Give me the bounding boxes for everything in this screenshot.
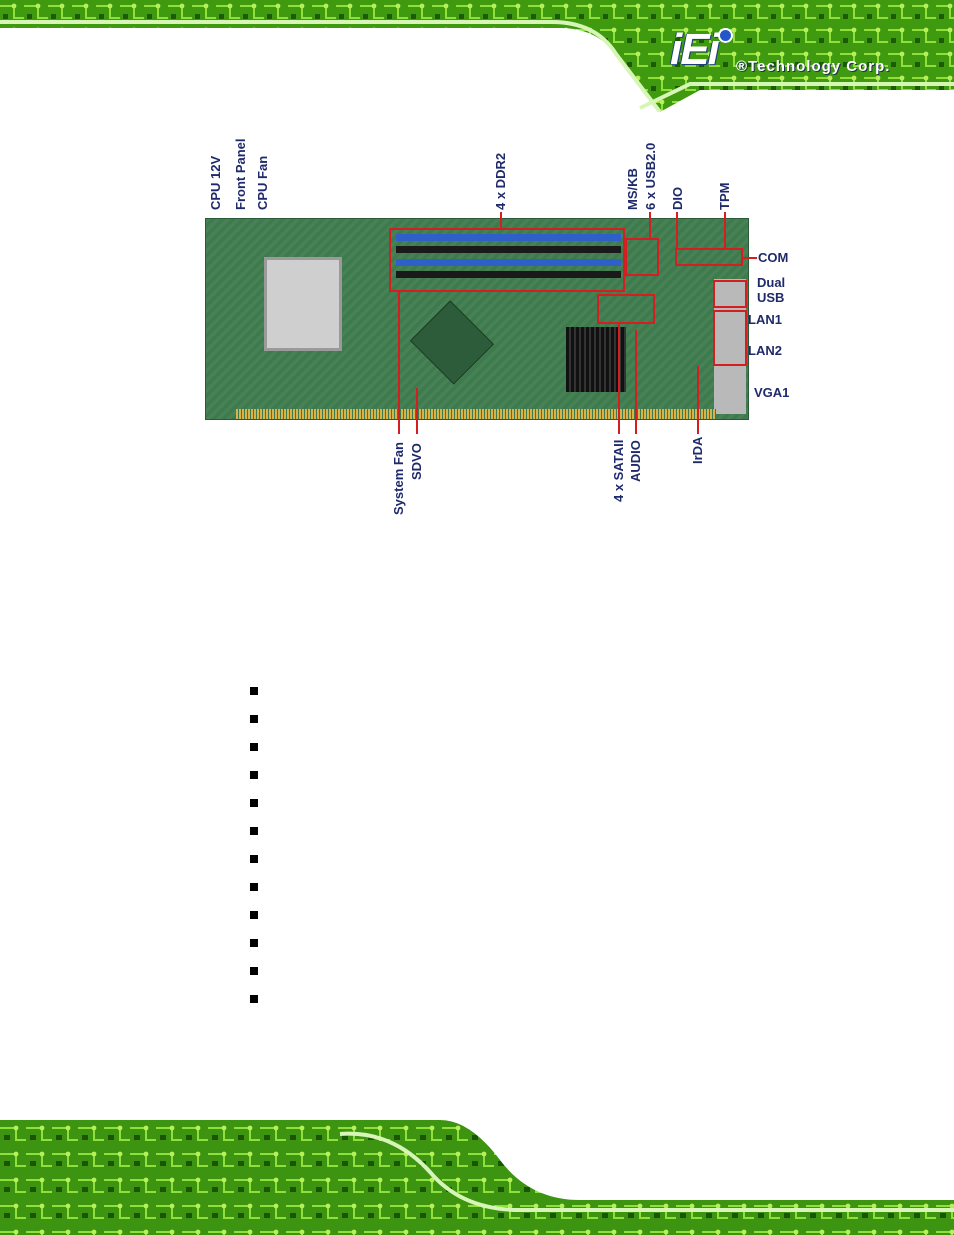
label-cpu-fan: CPU Fan	[255, 155, 270, 210]
label-lan2: LAN2	[748, 343, 782, 358]
bullet-square-icon	[250, 855, 258, 863]
label-lan1: LAN1	[748, 312, 782, 327]
label-4x-sataii: 4 x SATAII	[611, 439, 626, 502]
circuit-board-banner	[0, 0, 954, 112]
label-sdvo: SDVO	[409, 443, 424, 480]
page-footer	[0, 1120, 954, 1235]
arrow-system-fan	[398, 292, 400, 434]
chipset	[409, 300, 495, 385]
arrow-audio	[635, 330, 637, 434]
callout-frame-usb	[625, 238, 659, 276]
arrow-sdvo	[416, 388, 418, 434]
iei-logo: iEi ®Technology Corp.	[666, 24, 936, 84]
page-header: iEi ®Technology Corp.	[0, 0, 954, 112]
bullet-square-icon	[250, 715, 258, 723]
dimm-slot	[396, 246, 621, 253]
bullet-square-icon	[250, 771, 258, 779]
label-tpm: TPM	[717, 182, 732, 210]
arrow-com	[743, 257, 757, 259]
callout-frame-dual-usb	[713, 280, 747, 308]
arrow-dio	[676, 212, 678, 248]
bullet-square-icon	[250, 939, 258, 947]
dimm-slot	[396, 259, 621, 266]
bullet-square-icon	[250, 911, 258, 919]
bullet-square-icon	[250, 799, 258, 807]
arrow-sata	[618, 324, 620, 434]
cpu-socket	[264, 257, 342, 351]
label-com: COM	[758, 250, 789, 265]
label-dio: DIO	[670, 186, 685, 210]
arrow-ddr2	[500, 212, 502, 228]
callout-frame-lan	[713, 310, 747, 366]
edge-connector	[236, 409, 716, 419]
bullet-square-icon	[250, 883, 258, 891]
circuit-board-banner	[0, 1120, 954, 1235]
label-system-fan: System Fan	[391, 442, 406, 515]
bullet-square-icon	[250, 967, 258, 975]
label-cpu-12v: CPU 12V	[208, 155, 223, 210]
arrow-tpm	[724, 212, 726, 248]
callout-frame-sata	[597, 294, 655, 324]
bullet-square-icon	[250, 687, 258, 695]
logo-dot-icon	[718, 28, 733, 43]
board-layout-figure: CPU 12V Front Panel CPU Fan 4 x DDR2 MS/…	[205, 130, 793, 515]
bullet-square-icon	[250, 827, 258, 835]
rear-io-connectors	[714, 279, 746, 414]
label-ms-kb: MS/KB	[625, 168, 640, 210]
callout-frame-ddr2	[389, 228, 625, 292]
dimm-slot	[396, 271, 621, 278]
bullet-square-icon	[250, 995, 258, 1003]
heatsink	[566, 327, 626, 392]
callout-frame-dio-tpm	[675, 248, 743, 266]
label-dual-usb: Dual USB	[757, 275, 786, 305]
bullet-square-icon	[250, 743, 258, 751]
logo-mark: iEi	[670, 25, 720, 74]
label-front-panel: Front Panel	[233, 138, 248, 210]
label-4x-ddr2: 4 x DDR2	[493, 152, 508, 210]
dimm-slot	[396, 234, 621, 241]
label-audio: AUDIO	[628, 440, 643, 482]
label-irda: IrDA	[690, 436, 705, 464]
logo-company-name: ®Technology Corp.	[736, 58, 891, 75]
arrow-irda	[697, 366, 699, 434]
label-6x-usb20: 6 x USB2.0	[643, 142, 658, 210]
arrow-usb	[649, 212, 651, 238]
label-vga1: VGA1	[754, 385, 790, 400]
